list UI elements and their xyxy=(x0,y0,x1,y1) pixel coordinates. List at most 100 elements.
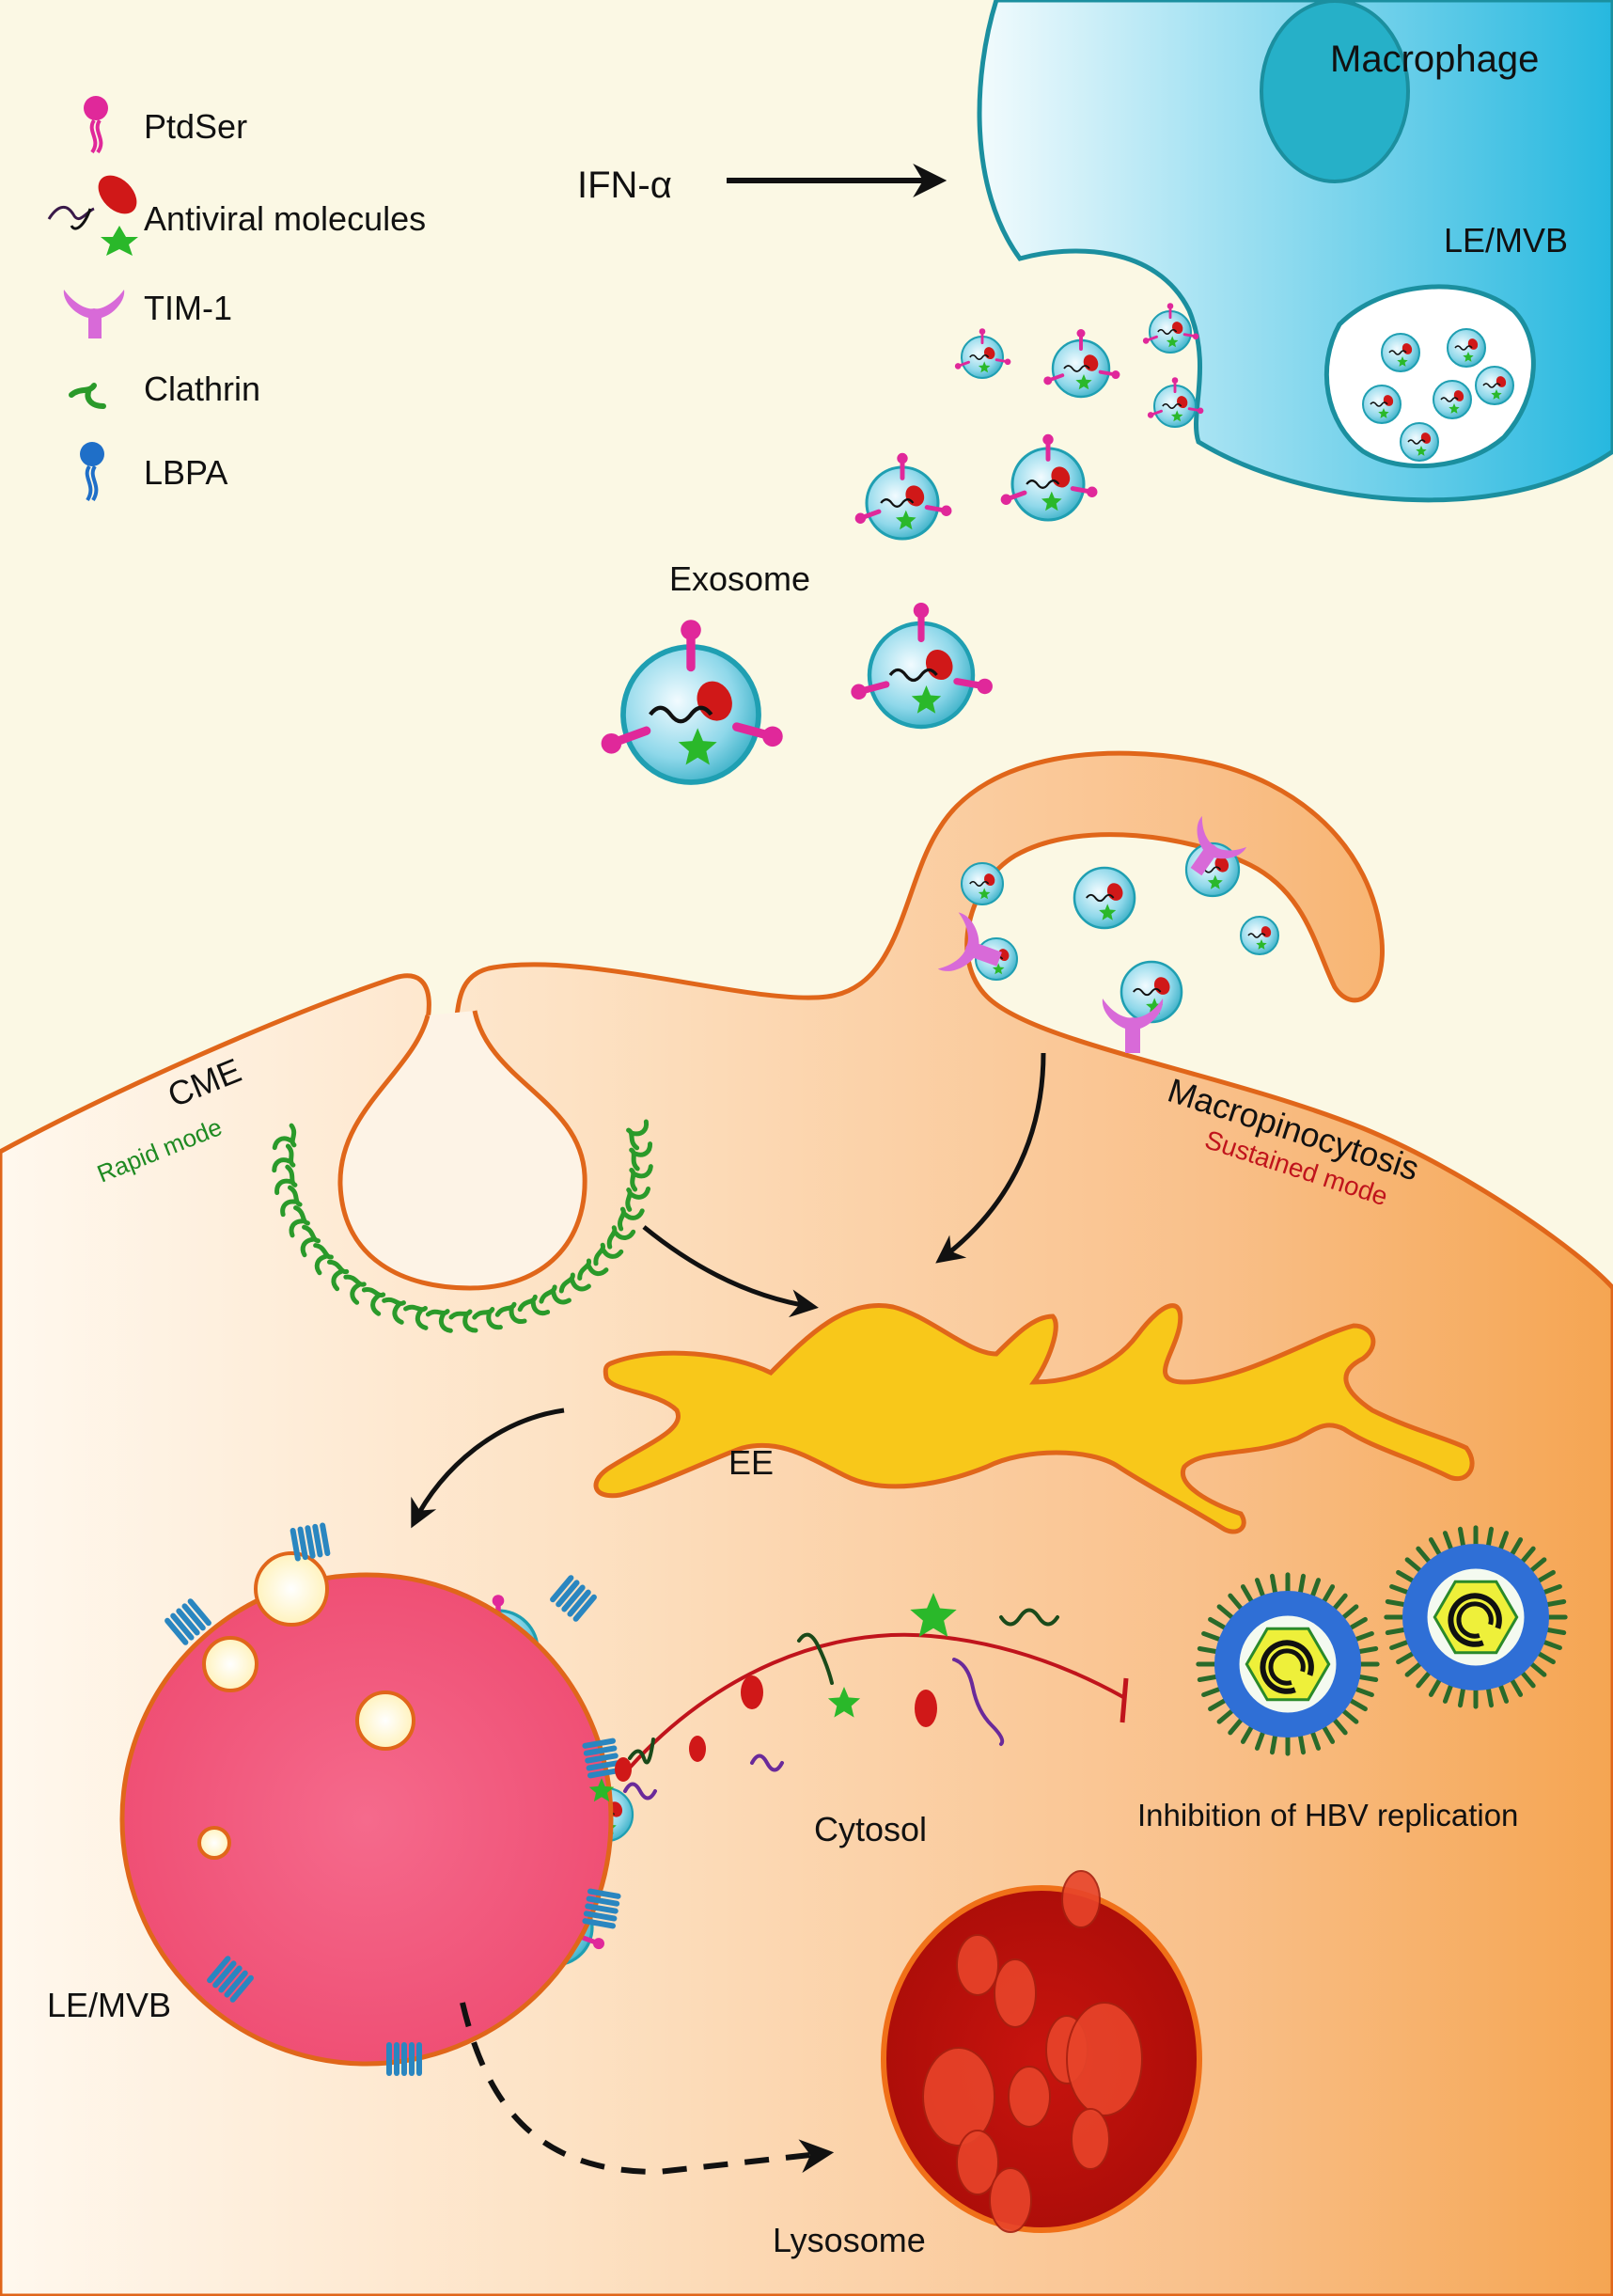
clathrin-triskelion xyxy=(289,1205,310,1238)
tim1-receptor xyxy=(1102,999,1164,1053)
inhibition-bar xyxy=(1120,1677,1129,1723)
clathrin-triskelion xyxy=(494,1301,527,1324)
antiviral-protein xyxy=(741,1675,763,1709)
antiviral-rna xyxy=(623,1782,657,1801)
degraded-exosome xyxy=(1008,2066,1051,2128)
lysosome-contents xyxy=(922,1870,1143,2233)
exosome xyxy=(954,328,1011,379)
lysosome-label: Lysosome xyxy=(773,2221,926,2259)
legend-label: Antiviral molecules xyxy=(144,199,426,238)
clathrin-triskelion xyxy=(593,1242,624,1266)
antiviral-star xyxy=(911,685,942,714)
cme-pit xyxy=(272,1010,653,1333)
lysosome-body xyxy=(881,1885,1202,2233)
antiviral-star xyxy=(1378,408,1389,418)
antiviral-star xyxy=(1166,336,1179,348)
hbv-virions xyxy=(1196,1525,1568,1756)
exosome xyxy=(851,603,993,730)
clathrin-triskelion xyxy=(280,1185,303,1218)
lysosome xyxy=(881,1870,1202,2233)
degraded-exosome xyxy=(1066,2002,1143,2116)
exosome xyxy=(1447,328,1486,368)
exosome xyxy=(854,452,952,541)
antiviral-star xyxy=(1491,389,1502,400)
macrophage-mvb-label: LE/MVB xyxy=(1444,221,1568,259)
hbv-virion xyxy=(1384,1525,1568,1709)
clathrin-triskelion xyxy=(625,1186,651,1212)
macrophage-label: Macrophage xyxy=(1330,39,1539,80)
antiviral-star xyxy=(1463,352,1474,362)
clathrin-triskelion xyxy=(343,1274,367,1305)
exosome xyxy=(1142,303,1199,354)
exosome xyxy=(1433,380,1472,419)
clathrin-triskelion xyxy=(629,1141,653,1172)
tim1-receptor xyxy=(937,912,1002,971)
transmembrane-protein xyxy=(582,1888,621,1929)
antiviral-star xyxy=(1041,491,1062,511)
mvb-intraluminal-vesicle xyxy=(254,1551,329,1627)
ee-label: EE xyxy=(728,1443,774,1482)
antiviral-rna xyxy=(628,1738,655,1765)
degraded-exosome xyxy=(956,2130,999,2195)
degraded-exosome xyxy=(922,2047,995,2147)
antiviral-star xyxy=(1170,410,1183,422)
clathrin-triskelion xyxy=(274,1164,298,1195)
hbv-virion xyxy=(1196,1572,1380,1756)
antiviral-release-path xyxy=(628,1632,1124,1769)
mvb-intraluminal-vesicle xyxy=(202,1636,258,1692)
clathrin-triskelion xyxy=(272,1143,296,1173)
transmembrane-protein xyxy=(207,1956,254,2003)
antiviral-molecules-icon xyxy=(47,175,138,256)
legend-item-ptdser: PtdSer xyxy=(84,96,247,154)
transmembrane-protein xyxy=(290,1522,331,1562)
clathrin-triskelion xyxy=(558,1272,591,1294)
legend-label: PtdSer xyxy=(144,107,247,146)
antiviral-protein xyxy=(615,1757,632,1782)
antiviral-protein xyxy=(915,1690,937,1727)
antiviral-star xyxy=(1416,446,1427,456)
ee-to-mvb-arrow xyxy=(411,1407,565,1529)
legend-label: TIM-1 xyxy=(144,289,232,327)
tim1-receptor xyxy=(1190,815,1247,876)
legend-label: LBPA xyxy=(144,453,227,492)
transmembrane-protein xyxy=(582,1738,621,1779)
legend-item-clathrin: Clathrin xyxy=(69,370,260,409)
ptdser-icon xyxy=(84,96,108,154)
ifn-alpha-label: IFN-α xyxy=(577,165,672,206)
clathrin-triskelion xyxy=(403,1304,429,1330)
exosome xyxy=(1400,422,1439,462)
clathrin-triskelion xyxy=(577,1258,609,1281)
exosome xyxy=(1000,433,1098,522)
cme-vesicle-membrane xyxy=(337,1010,587,1291)
macropinocytosis-to-ee-arrow xyxy=(935,1052,1046,1264)
exosome xyxy=(1362,385,1402,424)
antiviral-rna xyxy=(797,1632,834,1685)
mvb-to-lysosome-arrow xyxy=(460,2002,835,2176)
antiviral-star xyxy=(827,1687,861,1718)
clathrin-triskelion xyxy=(300,1224,321,1258)
exosome xyxy=(1475,366,1514,405)
degraded-exosome xyxy=(956,1934,999,1996)
clathrin-triskelion xyxy=(272,1123,297,1151)
degraded-exosome xyxy=(994,1958,1037,2028)
cme-to-ee-arrow xyxy=(642,1225,819,1318)
exosome xyxy=(1073,866,1136,930)
late-endosome-mvb xyxy=(119,1522,621,2076)
degraded-exosome xyxy=(1061,1870,1101,1928)
exosome xyxy=(961,862,1004,905)
clathrin-triskelion xyxy=(425,1309,453,1333)
clathrin-triskelion xyxy=(448,1309,478,1333)
legend-item-lbpa: LBPA xyxy=(80,442,227,502)
clathrin-icon xyxy=(69,383,106,409)
clathrin-triskelion xyxy=(313,1243,334,1276)
exosome xyxy=(601,620,783,785)
inhibition-label: Inhibition of HBV replication xyxy=(1137,1798,1518,1832)
mvb-intraluminal-vesicle xyxy=(355,1691,415,1751)
clathrin-coat xyxy=(272,1119,653,1333)
lbpa-icon xyxy=(80,442,104,502)
antiviral-star xyxy=(1397,356,1408,367)
antiviral-star xyxy=(678,728,717,765)
le-mvb-label: LE/MVB xyxy=(47,1986,171,2024)
antiviral-star xyxy=(910,1593,957,1637)
